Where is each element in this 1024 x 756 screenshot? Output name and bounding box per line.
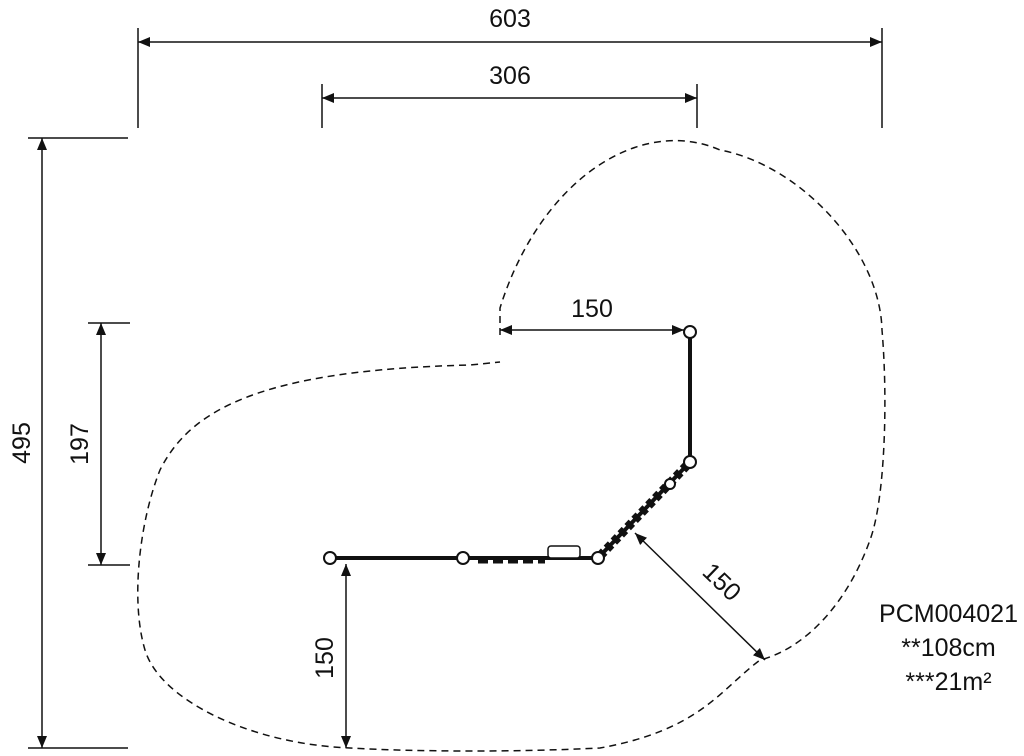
product-height: **108cm xyxy=(901,634,996,662)
diagonal-clearance-label: 150 xyxy=(697,558,746,607)
product-info: PCM004021 **108cm ***21m² xyxy=(879,597,1018,699)
overall-depth-label: 495 xyxy=(8,422,36,464)
overall-width-label: 603 xyxy=(489,5,531,33)
left-offset-label: 197 xyxy=(66,423,94,465)
dim-overall-width xyxy=(137,28,883,128)
trail-beam xyxy=(330,332,692,560)
safety-zone-outline xyxy=(137,140,886,752)
post-corner xyxy=(591,551,605,565)
bottom-clearance-label: 150 xyxy=(311,637,339,679)
product-code: PCM004021 xyxy=(879,600,1018,628)
dim-left-offset xyxy=(88,322,130,566)
dim-upper-width xyxy=(321,84,698,128)
dim-diagonal-clearance xyxy=(634,532,766,661)
trail-platform xyxy=(547,545,581,559)
trail-diagonal-section xyxy=(596,456,696,560)
equipment-posts xyxy=(323,325,697,565)
post-end xyxy=(683,325,697,339)
post-mid xyxy=(456,551,470,565)
equipment-trail xyxy=(330,332,696,564)
dim-overall-depth xyxy=(28,137,128,749)
upper-width-label: 306 xyxy=(489,62,531,90)
post-diagonal-mid xyxy=(664,478,676,490)
product-area: ***21m² xyxy=(905,668,992,696)
post-diagonal-end xyxy=(683,455,697,469)
post-start xyxy=(323,551,337,565)
inner-clearance-label: 150 xyxy=(571,295,613,323)
